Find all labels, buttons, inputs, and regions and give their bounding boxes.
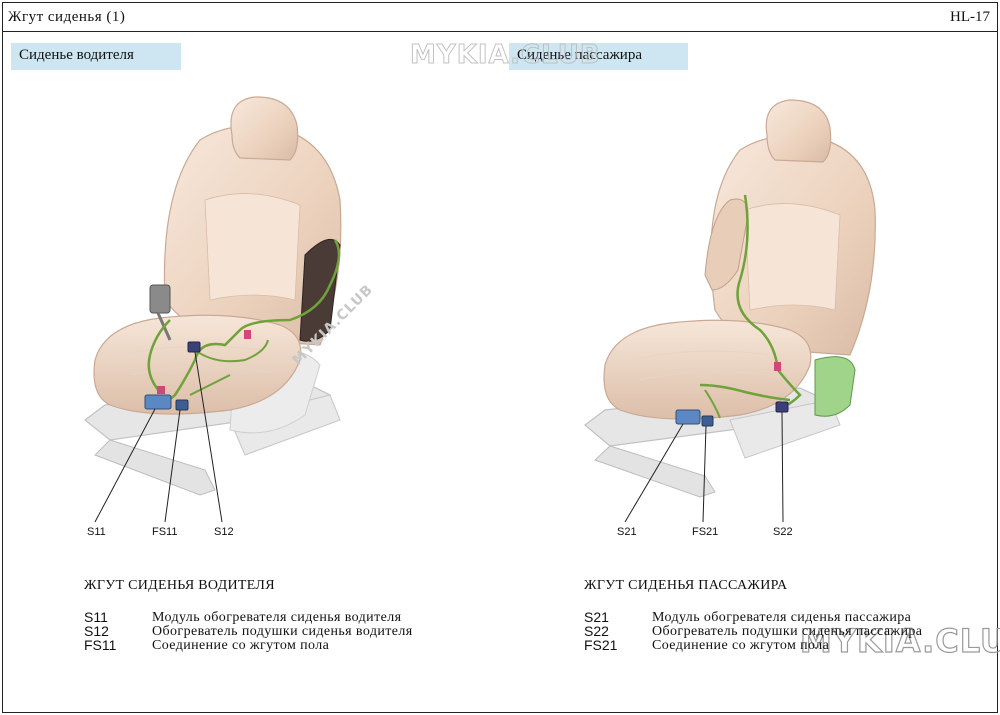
callout-s22: S22 — [773, 526, 793, 538]
legend-desc: Модуль обогревателя сиденья пассажира — [652, 610, 912, 625]
legend-code: S11 — [84, 609, 108, 625]
page-code: HL-17 — [950, 9, 990, 25]
page-title: Жгут сиденья (1) — [8, 9, 126, 25]
passenger-harness-title: ЖГУТ СИДЕНЬЯ ПАССАЖИРА — [584, 578, 788, 593]
legend-code: FS21 — [584, 637, 618, 653]
callout-s12: S12 — [214, 526, 234, 538]
callout-fs21: FS21 — [692, 526, 719, 538]
callout-fs11: FS11 — [152, 526, 178, 538]
legend-code: S12 — [84, 623, 109, 639]
passenger-seat — [584, 99, 876, 523]
callout-s21: S21 — [617, 526, 637, 538]
legend-code: S22 — [584, 623, 609, 639]
watermark-top: MYKIA.CLUB — [410, 40, 601, 71]
legend-code: S21 — [584, 609, 609, 625]
driver-seat-label: Сиденье водителя — [11, 43, 181, 70]
passenger-seat-label: Сиденье пассажира — [509, 43, 688, 70]
legend-desc: Обогреватель подушки сиденья водителя — [152, 624, 413, 639]
legend-code: FS11 — [84, 637, 117, 653]
callout-s11: S11 — [87, 526, 106, 538]
driver-harness-title: ЖГУТ СИДЕНЬЯ ВОДИТЕЛЯ — [84, 578, 275, 593]
legend-desc: Обогреватель подушки сиденья пассажира — [652, 624, 923, 639]
watermark-bottom: MYKIA.CLUB — [799, 621, 1000, 660]
legend-desc: Соединение со жгутом пола — [152, 638, 330, 653]
driver-seat — [84, 96, 342, 523]
legend-desc: Соединение со жгутом пола — [652, 638, 830, 653]
legend-desc: Модуль обогревателя сиденья водителя — [152, 610, 402, 625]
page-header: Жгут сиденья (1) HL-17 — [2, 2, 998, 32]
